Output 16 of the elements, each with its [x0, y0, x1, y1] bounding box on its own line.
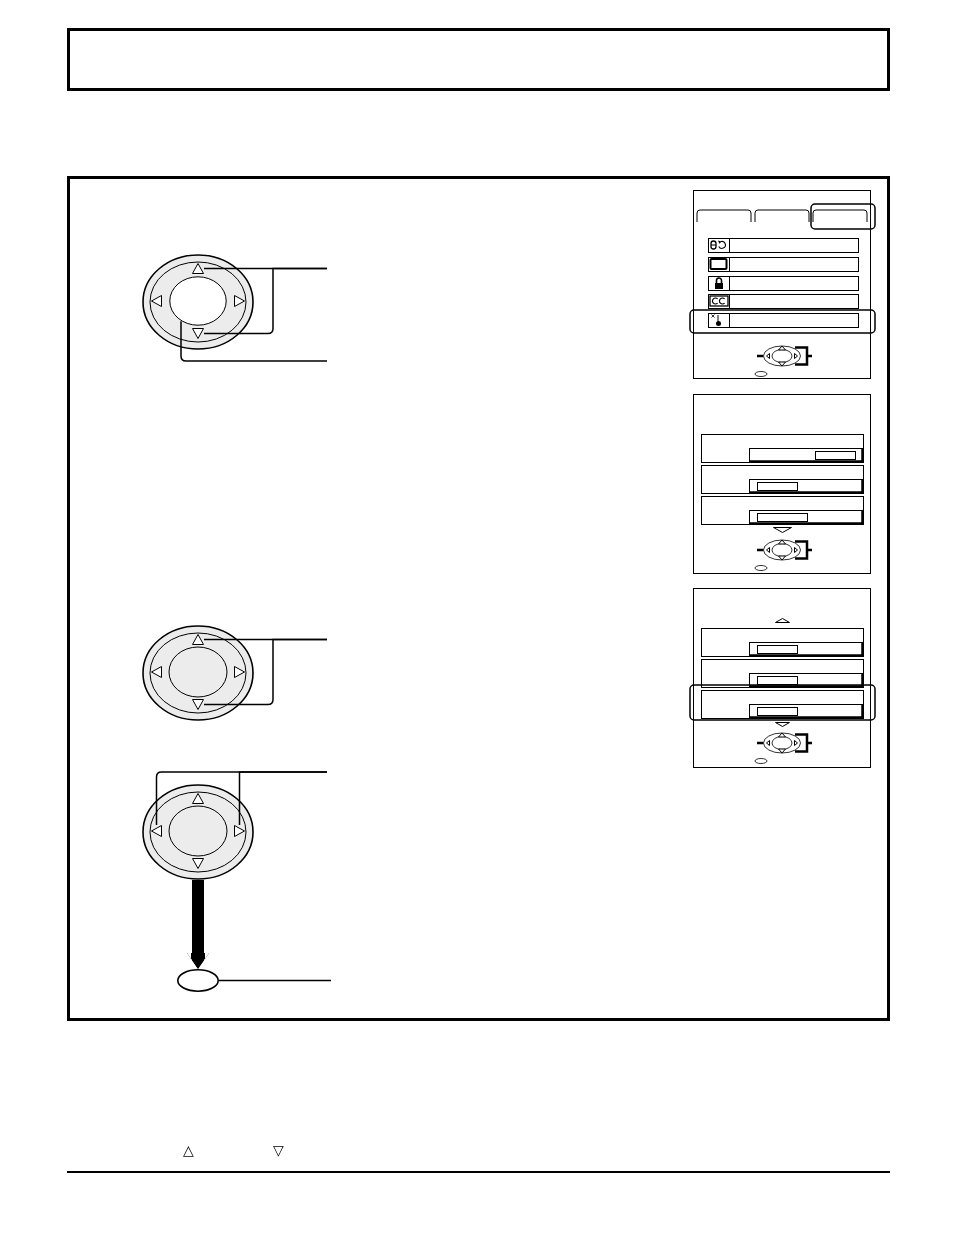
leader-line — [180, 320, 328, 362]
joystick-pad — [142, 784, 254, 880]
right-arrow-icon — [234, 825, 245, 837]
inline-symbol: △ — [183, 1142, 194, 1158]
up-arrow-icon — [192, 263, 204, 274]
up-arrow-icon — [192, 634, 204, 645]
left-arrow-icon — [151, 825, 162, 837]
joystick-pad — [142, 254, 254, 350]
down-arrow-icon — [192, 699, 204, 710]
oval-button — [177, 969, 219, 992]
leader-line — [218, 979, 332, 982]
down-arrow-icon — [192, 328, 204, 339]
joystick-pad — [142, 625, 254, 721]
inline-symbol: ▽ — [273, 1142, 284, 1158]
center-button — [169, 276, 227, 326]
leader-line — [203, 267, 328, 335]
